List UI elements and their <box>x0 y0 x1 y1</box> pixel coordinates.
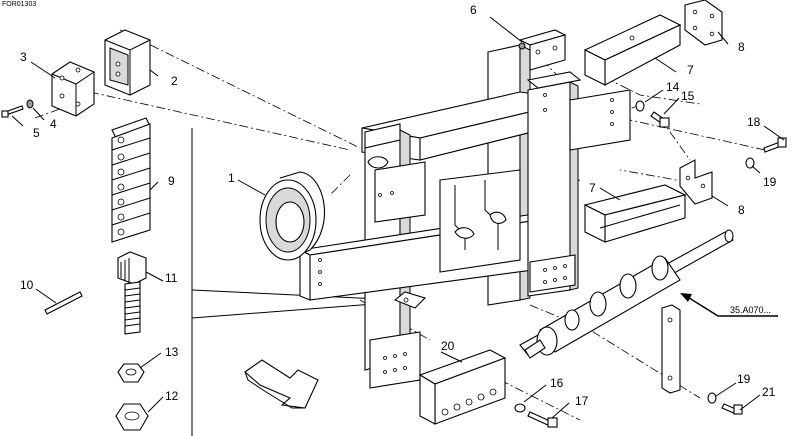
slide-block-part-2 <box>104 29 151 96</box>
callout-8-upper: 8 <box>738 40 745 54</box>
callout-13: 13 <box>165 345 179 359</box>
nut-part-12 <box>115 403 149 431</box>
screw-part-15 <box>650 111 670 128</box>
reference-label: 35.A070... <box>730 305 771 315</box>
callout-15: 15 <box>681 89 695 103</box>
callout-3: 3 <box>20 50 27 64</box>
callout-6: 6 <box>470 3 477 17</box>
callout-19-lower: 19 <box>737 372 751 386</box>
callout-17: 17 <box>575 394 589 408</box>
callout-12: 12 <box>165 389 179 403</box>
slide-part-7-lower <box>583 184 687 243</box>
cylinder-assembly <box>519 229 734 359</box>
callout-2: 2 <box>171 74 178 88</box>
direction-arrow <box>244 359 319 409</box>
header-code: FOR01303 <box>2 1 36 8</box>
callout-5: 5 <box>33 126 40 140</box>
main-frame-assembly <box>298 44 631 389</box>
callout-10: 10 <box>20 278 34 292</box>
reference-arrow <box>680 293 778 317</box>
callout-20: 20 <box>441 339 455 353</box>
wear-plate-part-20 <box>418 349 507 425</box>
bracket-part-8-upper <box>684 0 723 46</box>
callout-16: 16 <box>550 376 564 390</box>
washer-part-4 <box>26 99 34 109</box>
callout-8-lower: 8 <box>738 203 745 217</box>
screw-part-21 <box>721 403 743 415</box>
callout-21: 21 <box>762 385 776 399</box>
callout-18: 18 <box>747 115 761 129</box>
bracket-part-8-lower <box>679 159 713 205</box>
washer-part-14 <box>635 100 645 112</box>
bracket-part-6 <box>518 29 567 71</box>
roller-part-1 <box>259 171 325 261</box>
callout-19-upper: 19 <box>763 175 777 189</box>
screw-part-18 <box>763 137 787 153</box>
callout-1: 1 <box>228 171 235 185</box>
washer-part-19-lower <box>707 392 717 404</box>
callout-7-lower: 7 <box>589 181 596 195</box>
washer-part-19-upper <box>745 157 755 169</box>
screw-part-5 <box>1 105 24 118</box>
callout-14: 14 <box>666 80 680 94</box>
pin-part-10 <box>44 291 83 315</box>
callout-numbers: 1 2 3 4 5 6 7 7 8 8 9 10 11 12 13 14 15 … <box>20 3 777 408</box>
screw-part-17 <box>527 411 558 428</box>
leader-lines <box>11 16 785 419</box>
vertical-plate <box>661 304 681 394</box>
callout-9: 9 <box>168 174 175 188</box>
washer-part-16 <box>514 403 526 413</box>
chain-part-9 <box>111 117 151 243</box>
nut-part-13 <box>117 363 145 383</box>
slide-part-7-upper <box>583 14 682 86</box>
pad-part-3 <box>51 61 95 117</box>
callout-4: 4 <box>50 117 57 131</box>
anchor-bolt-part-11 <box>117 251 147 335</box>
callout-7-upper: 7 <box>687 63 694 77</box>
callout-11: 11 <box>165 271 178 285</box>
